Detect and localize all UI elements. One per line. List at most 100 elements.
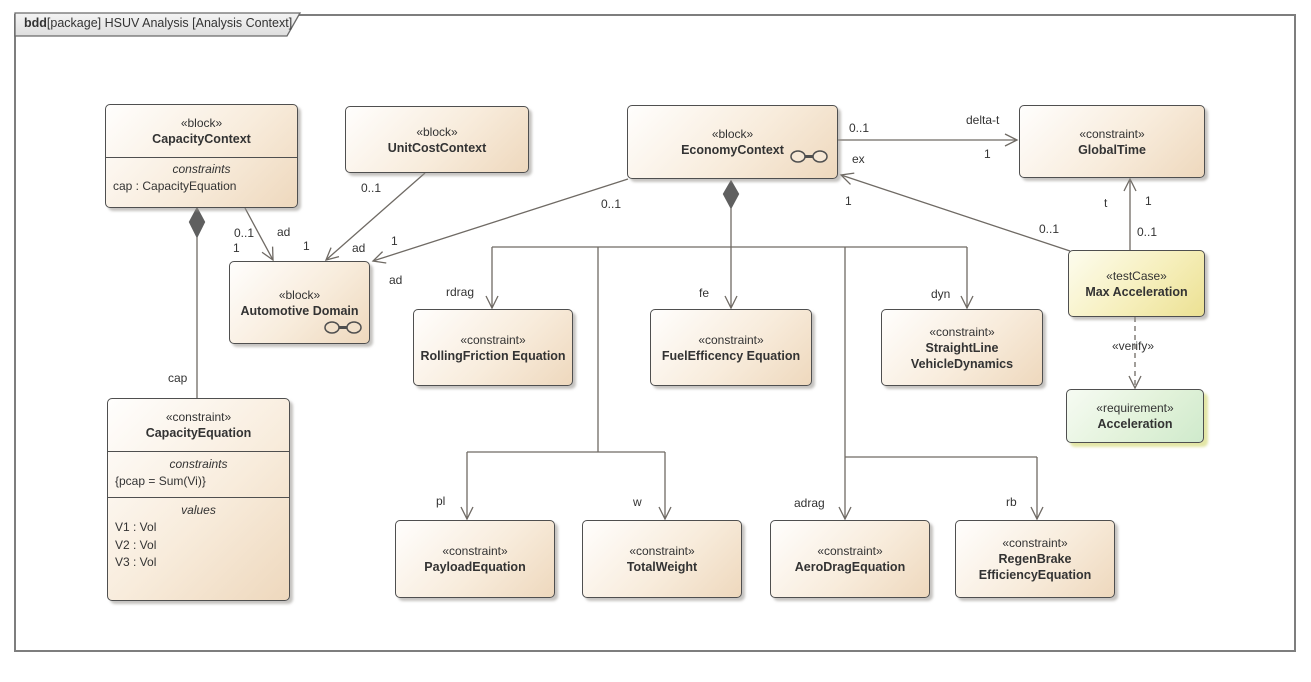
- block-name-line2: EfficiencyEquation: [978, 568, 1092, 582]
- constraints-compartment: constraints cap : CapacityEquation: [106, 157, 297, 196]
- edge-capacitycontext-capacityequation[interactable]: [188, 206, 206, 398]
- mult-capacitycontext-ad-1: 0..1: [234, 226, 255, 240]
- block-name: FuelEfficency Equation: [661, 348, 801, 363]
- block-name: RollingFriction Equation: [420, 348, 566, 363]
- block-name: TotalWeight: [626, 560, 698, 574]
- block-header: «constraint» PayloadEquation: [396, 521, 554, 597]
- constraint-expression: {pcap = Sum(Vi)}: [115, 474, 206, 488]
- block-header: «constraint» FuelEfficency Equation: [651, 310, 811, 385]
- block-header: «constraint» CapacityEquation: [108, 399, 289, 451]
- block-header: «block» EconomyContext: [628, 106, 837, 186]
- block-header: «block» Automotive Domain: [230, 262, 369, 357]
- constraints-compartment: constraints {pcap = Sum(Vi)}: [108, 451, 289, 497]
- label-delta-t: delta-t: [966, 113, 1000, 127]
- stereotype: «constraint»: [460, 332, 526, 347]
- edge-capacitycontext-automotive[interactable]: [244, 207, 274, 262]
- mult-unitcost-ad-target: 1: [303, 239, 310, 253]
- stereotype: «requirement»: [1096, 401, 1174, 415]
- block-payloadequation[interactable]: «constraint» PayloadEquation: [395, 520, 555, 598]
- mult-economy-ad-source: 0..1: [601, 197, 622, 211]
- block-capacityequation[interactable]: «constraint» CapacityEquation constraint…: [107, 398, 290, 601]
- mult-t-target: 1: [1145, 194, 1152, 208]
- stereotype: «block»: [180, 116, 223, 130]
- value-item: V2 : Vol: [115, 537, 157, 552]
- block-header: «constraint» AeroDragEquation: [771, 521, 929, 597]
- block-header: «block» CapacityContext: [106, 105, 297, 157]
- block-name: AeroDragEquation: [794, 560, 906, 574]
- block-name: Automotive Domain: [240, 303, 359, 318]
- block-header: «testCase» Max Acceleration: [1069, 251, 1204, 316]
- block-name: GlobalTime: [1078, 142, 1146, 157]
- block-header: «block» UnitCostContext: [346, 107, 528, 172]
- stereotype: «constraint»: [629, 544, 695, 558]
- block-name-line2: VehicleDynamics: [910, 356, 1014, 371]
- block-name: CapacityEquation: [145, 426, 252, 440]
- edge-economy-automotive[interactable]: [371, 178, 629, 264]
- stereotype: «constraint»: [1079, 126, 1145, 141]
- constraint-item: cap : CapacityEquation: [113, 179, 237, 193]
- role-rb: rb: [1006, 495, 1017, 509]
- mult-economy-ad-target: 1: [391, 234, 398, 248]
- values-compartment: values V1 : Vol V2 : Vol V3 : Vol: [108, 497, 289, 572]
- frame-tab: [14, 12, 302, 37]
- block-totalweight[interactable]: «constraint» TotalWeight: [582, 520, 742, 598]
- compartment-label: values: [181, 503, 216, 517]
- composite-structure-icon: [790, 150, 828, 163]
- role-rdrag: rdrag: [446, 285, 475, 299]
- edge-economy-composition-tree[interactable]: [460, 179, 1044, 521]
- block-name: Max Acceleration: [1085, 284, 1188, 299]
- stereotype: «block»: [278, 287, 321, 302]
- stereotype: «constraint»: [165, 410, 232, 424]
- block-name: Acceleration: [1097, 417, 1173, 431]
- label-verify: «verify»: [1112, 339, 1155, 353]
- edge-unitcost-automotive[interactable]: [324, 172, 426, 261]
- block-header: «constraint» StraightLine VehicleDynamic…: [882, 310, 1042, 385]
- block-name: UnitCostContext: [387, 140, 487, 155]
- block-fuelefficency[interactable]: «constraint» FuelEfficency Equation: [650, 309, 812, 386]
- block-header: «constraint» GlobalTime: [1020, 106, 1204, 177]
- mult-capacitycontext-ad-2: 1: [233, 241, 240, 255]
- block-unitcostcontext[interactable]: «block» UnitCostContext: [345, 106, 529, 173]
- block-regenbrake[interactable]: «constraint» RegenBrake EfficiencyEquati…: [955, 520, 1115, 598]
- stereotype: «testCase»: [1106, 268, 1167, 283]
- mult-t-source: 0..1: [1137, 225, 1158, 239]
- edge-maxacceleration-economy-ex[interactable]: [839, 172, 1071, 252]
- block-capacitycontext[interactable]: «block» CapacityContext constraints cap …: [105, 104, 298, 208]
- block-name-line1: RegenBrake: [998, 552, 1072, 566]
- mult-economy-globaltime-target: 1: [984, 147, 991, 161]
- composite-structure-icon: [324, 321, 362, 334]
- mult-ex-target: 1: [845, 194, 852, 208]
- mult-unitcost-ad-source: 0..1: [361, 181, 382, 195]
- stereotype: «constraint»: [817, 544, 883, 558]
- block-name: EconomyContext: [681, 143, 784, 157]
- role-economy-ad: ad: [389, 273, 403, 287]
- block-straightlinevehicledynamics[interactable]: «constraint» StraightLine VehicleDynamic…: [881, 309, 1043, 386]
- block-globaltime[interactable]: «constraint» GlobalTime: [1019, 105, 1205, 178]
- stereotype: «block»: [711, 127, 754, 141]
- role-unitcost-ad: ad: [352, 241, 366, 255]
- block-automotivedomain[interactable]: «block» Automotive Domain: [229, 261, 370, 344]
- compartment-label: constraints: [172, 162, 231, 176]
- role-ex: ex: [852, 152, 865, 166]
- stereotype: «constraint»: [442, 544, 508, 558]
- block-maxacceleration[interactable]: «testCase» Max Acceleration: [1068, 250, 1205, 317]
- role-dyn: dyn: [931, 287, 951, 301]
- diagram-type-label: bdd: [24, 16, 47, 30]
- block-header: «requirement» Acceleration: [1067, 390, 1203, 442]
- role-capacitycontext-ad: ad: [277, 225, 291, 239]
- role-w: w: [633, 495, 642, 509]
- mult-ex-source: 0..1: [1039, 222, 1060, 236]
- stereotype: «constraint»: [929, 324, 995, 339]
- role-cap: cap: [168, 371, 188, 385]
- block-name: PayloadEquation: [424, 560, 526, 574]
- stereotype: «constraint»: [1002, 536, 1068, 550]
- block-aerodragequation[interactable]: «constraint» AeroDragEquation: [770, 520, 930, 598]
- block-rollingfriction[interactable]: «constraint» RollingFriction Equation: [413, 309, 573, 386]
- block-header: «constraint» RollingFriction Equation: [414, 310, 572, 385]
- role-pl: pl: [436, 494, 446, 508]
- block-economycontext[interactable]: «block» EconomyContext: [627, 105, 838, 179]
- block-acceleration[interactable]: «requirement» Acceleration: [1066, 389, 1204, 443]
- block-header: «constraint» TotalWeight: [583, 521, 741, 597]
